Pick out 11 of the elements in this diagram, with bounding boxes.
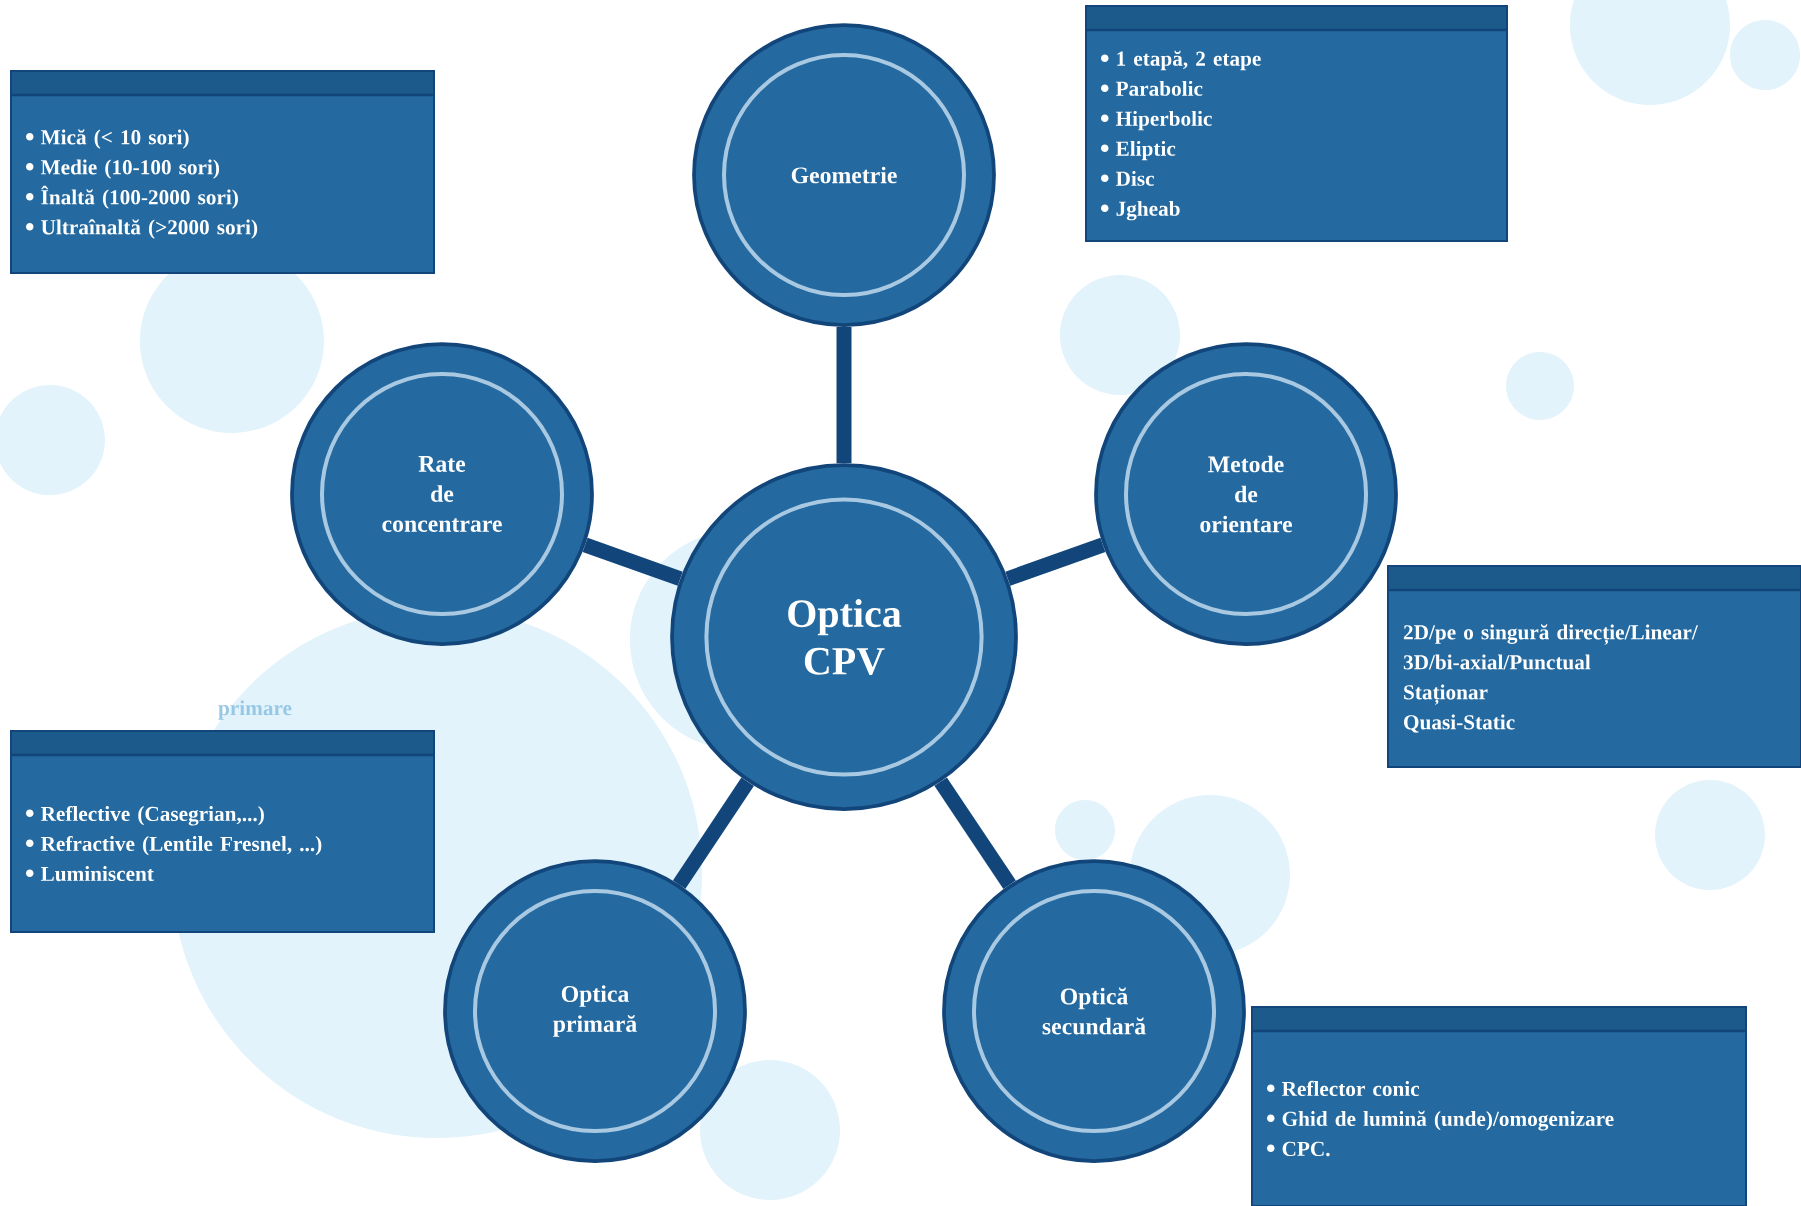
connector (1005, 537, 1106, 586)
connector (934, 777, 1016, 889)
list-box: 2D/pe o singură direcție/Linear/ 3D/bi-axial/Punctual Staționar Quasi-Static (1387, 565, 1801, 768)
connector (582, 537, 683, 586)
connector (836, 326, 852, 464)
faint-label: primare (218, 700, 292, 720)
list-box: Reflective (Casegrian,...) Refractive (Lentile Fresnel, ...) Luminiscent (10, 730, 435, 933)
connector (672, 777, 754, 889)
list-box: Mică (< 10 sori) Medie (10-100 sori) Înaltă (100-2000 sori) Ultraînaltă (>2000 sori) (10, 70, 435, 274)
list-box: 1 etapă, 2 etape Parabolic Hiperbolic Eliptic Disc Jgheab (1085, 5, 1508, 242)
list-box: Reflector conic Ghid de lumină (unde)/omogenizare CPC. (1251, 1006, 1747, 1206)
